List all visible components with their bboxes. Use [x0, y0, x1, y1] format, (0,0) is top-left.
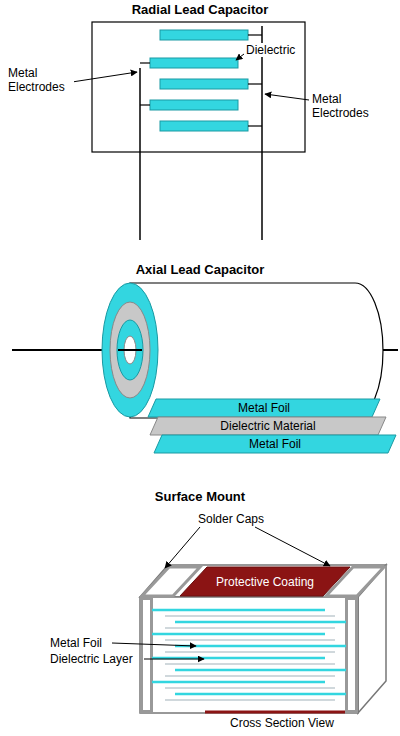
rolled-dielectric — [110, 302, 150, 398]
dielectric-layer — [165, 615, 335, 617]
electrode-tab — [248, 125, 262, 126]
dielectric-layer — [165, 675, 335, 677]
leader-line — [255, 527, 330, 566]
node-text: Dielectric Material — [220, 419, 315, 433]
section-title: Radial Lead Capacitor — [130, 3, 271, 17]
part-label: Metal Electrodes — [310, 92, 378, 120]
node-shape — [180, 567, 350, 596]
electrode-plate — [150, 58, 238, 68]
lead-wire — [261, 26, 263, 240]
node-text: Metal Foil — [238, 401, 290, 415]
dielectric-layer — [165, 639, 335, 641]
dielectric-sheet: Dielectric Material — [150, 417, 386, 435]
section-title: Axial Lead Capacitor — [134, 263, 267, 277]
dielectric-layer — [165, 699, 335, 701]
leader-line — [112, 643, 196, 646]
leader-line — [236, 54, 244, 60]
node-shape — [154, 435, 396, 453]
lead-wire — [139, 68, 141, 240]
electrode-plate — [160, 121, 248, 131]
leader-line — [165, 527, 200, 568]
protective-coating: Protective Coating — [180, 567, 350, 596]
electrode-plate — [160, 30, 248, 40]
side-face — [358, 565, 386, 713]
dielectric-layer — [165, 687, 335, 689]
foil-layer — [152, 609, 325, 612]
section-line — [205, 711, 345, 714]
node-text: Protective Coating — [216, 575, 314, 589]
part-label: Metal Electrodes — [6, 66, 74, 94]
rolled-foil — [117, 320, 143, 380]
part-label: Dielectric — [244, 43, 297, 57]
node-shape — [150, 417, 386, 435]
electrode-tab — [140, 104, 150, 105]
capacitor-body — [92, 22, 305, 152]
dielectric-layer — [165, 651, 335, 653]
electrode-tab — [140, 62, 150, 63]
top-face — [140, 565, 386, 597]
solder-cap — [142, 599, 152, 712]
leader-line — [72, 72, 137, 82]
foil-layer — [175, 645, 346, 648]
part-label: Metal Foil — [48, 636, 104, 650]
smd-capacitor — [112, 527, 386, 713]
section-title: Surface Mount — [153, 490, 247, 504]
foil-layer — [175, 693, 346, 696]
axial-capacitor — [12, 283, 398, 418]
electrode-tab — [248, 34, 262, 35]
dielectric-layer — [165, 663, 335, 665]
electrode-plate — [150, 100, 238, 110]
electrode-tab — [248, 83, 262, 84]
leader-line — [144, 659, 204, 660]
cylinder-body — [130, 283, 383, 418]
front-face — [140, 597, 358, 713]
part-label: Solder Caps — [196, 512, 266, 526]
foil-layer — [152, 633, 325, 636]
node-shape — [148, 399, 380, 417]
part-label: Cross Section View — [228, 716, 336, 730]
solder-cap — [347, 599, 357, 712]
leader-line — [265, 94, 309, 100]
foil-layer — [175, 621, 346, 624]
radial-capacitor — [72, 22, 309, 240]
rolled-foil — [102, 283, 158, 417]
foil-layer — [152, 681, 325, 684]
dielectric-layer — [165, 627, 335, 629]
node-text: Metal Foil — [249, 437, 301, 451]
foil-layer — [175, 669, 346, 672]
foil-sheet: Metal Foil — [148, 399, 380, 417]
foil-sheet: Metal Foil — [154, 435, 396, 453]
electrode-plate — [160, 79, 248, 89]
part-label: Dielectric Layer — [48, 652, 135, 666]
lead-wire — [118, 349, 142, 351]
layers — [152, 610, 346, 700]
